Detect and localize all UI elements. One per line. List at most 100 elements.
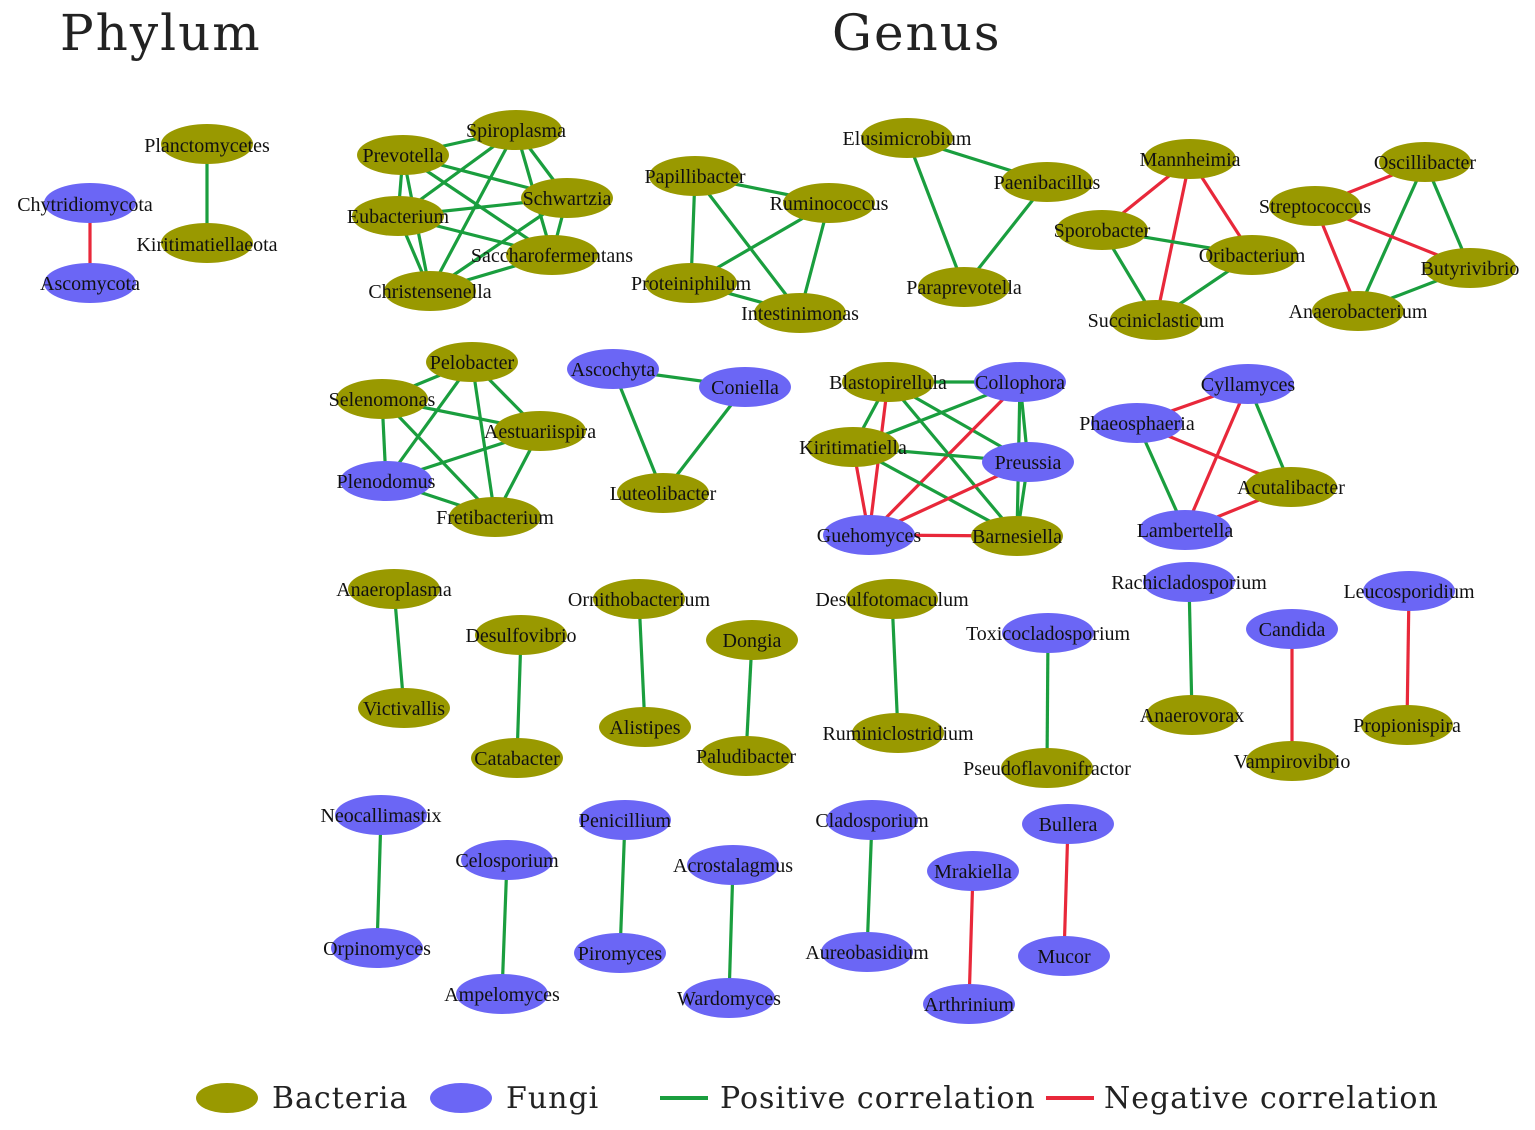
node-ampelomyces[interactable]: Ampelomyces bbox=[444, 974, 560, 1014]
node-fretibacterium[interactable]: Fretibacterium bbox=[436, 497, 554, 537]
node-prevotella[interactable]: Prevotella bbox=[357, 135, 449, 175]
node-ascomycota[interactable]: Ascomycota bbox=[40, 263, 140, 303]
node-elusimicrobium[interactable]: Elusimicrobium bbox=[843, 118, 972, 158]
node-toxicocladosporium[interactable]: Toxicocladosporium bbox=[966, 613, 1131, 653]
node-paraprevotella[interactable]: Paraprevotella bbox=[906, 267, 1022, 307]
node-luteolibacter[interactable]: Luteolibacter bbox=[610, 473, 717, 513]
node-selenomonas[interactable]: Selenomonas bbox=[329, 379, 436, 419]
node-preussia[interactable]: Preussia bbox=[982, 442, 1074, 482]
edge-mannheimia-succiniclasticum bbox=[1154, 158, 1192, 321]
node-ellipse-sporobacter bbox=[1056, 210, 1148, 250]
node-ruminococcus[interactable]: Ruminococcus bbox=[770, 183, 889, 223]
node-label-intestinimonas: Intestinimonas bbox=[741, 303, 859, 325]
node-papillibacter[interactable]: Papillibacter bbox=[644, 156, 746, 196]
node-desulfovibrio[interactable]: Desulfovibrio bbox=[465, 615, 577, 655]
node-piromyces[interactable]: Piromyces bbox=[574, 933, 666, 973]
node-paludibacter[interactable]: Paludibacter bbox=[696, 736, 796, 776]
node-label-anaerovorax: Anaerovorax bbox=[1140, 705, 1244, 727]
node-mucor[interactable]: Mucor bbox=[1018, 936, 1110, 976]
node-aestuariispira[interactable]: Aestuariispira bbox=[484, 411, 596, 451]
node-paenibacillus[interactable]: Paenibacillus bbox=[994, 162, 1101, 202]
node-eubacterium[interactable]: Eubacterium bbox=[347, 196, 450, 236]
node-dongia[interactable]: Dongia bbox=[706, 620, 798, 660]
node-spiroplasma[interactable]: Spiroplasma bbox=[466, 110, 566, 150]
node-pseudoflavonifractor[interactable]: Pseudoflavonifractor bbox=[963, 748, 1131, 788]
node-chytridiomycota[interactable]: Chytridiomycota bbox=[17, 183, 153, 223]
node-label-desulfotomaculum: Desulfotomaculum bbox=[815, 589, 969, 611]
node-label-neocallimastix: Neocallimastix bbox=[320, 805, 441, 827]
node-vampirovibrio[interactable]: Vampirovibrio bbox=[1234, 741, 1351, 781]
node-victivallis[interactable]: Victivallis bbox=[358, 688, 450, 728]
node-proteiniphilum[interactable]: Proteiniphilum bbox=[631, 263, 751, 303]
node-kiritimatiella[interactable]: Kiritimatiella bbox=[799, 427, 907, 467]
node-ellipse-prevotella bbox=[357, 135, 449, 175]
node-neocallimastix[interactable]: Neocallimastix bbox=[320, 795, 442, 835]
node-bullera[interactable]: Bullera bbox=[1022, 804, 1114, 844]
node-ellipse-ampelomyces bbox=[456, 974, 548, 1014]
node-label-ampelomyces: Ampelomyces bbox=[444, 984, 560, 1006]
node-cladosporium[interactable]: Cladosporium bbox=[815, 800, 929, 840]
node-planctomycetes[interactable]: Planctomycetes bbox=[144, 124, 270, 164]
node-blastopirellula[interactable]: Blastopirellula bbox=[829, 362, 947, 402]
node-label-christensenella: Christensenella bbox=[368, 281, 491, 303]
node-orpinomyces[interactable]: Orpinomyces bbox=[323, 928, 431, 968]
node-anaerovorax[interactable]: Anaerovorax bbox=[1140, 695, 1244, 735]
node-anaeroplasma[interactable]: Anaeroplasma bbox=[336, 569, 452, 609]
node-wardomyces[interactable]: Wardomyces bbox=[677, 978, 781, 1018]
edge-bullera-mucor bbox=[1062, 823, 1070, 957]
node-succiniclasticum[interactable]: Succiniclasticum bbox=[1088, 300, 1225, 340]
edge-ornithobacterium-alistipes bbox=[637, 598, 647, 728]
node-label-anaerobacterium: Anaerobacterium bbox=[1289, 301, 1428, 323]
node-ascochyta[interactable]: Ascochyta bbox=[567, 349, 659, 389]
node-sporobacter[interactable]: Sporobacter bbox=[1054, 210, 1151, 250]
node-saccharofermentans[interactable]: Saccharofermentans bbox=[471, 235, 633, 275]
node-ellipse-vampirovibrio bbox=[1246, 741, 1338, 781]
node-collophora[interactable]: Collophora bbox=[974, 362, 1066, 402]
node-rachicladosporium[interactable]: Rachicladosporium bbox=[1111, 562, 1267, 602]
node-schwartzia[interactable]: Schwartzia bbox=[521, 178, 613, 218]
node-ellipse-wardomyces bbox=[683, 978, 775, 1018]
edge-rachicladosporium-anaerovorax bbox=[1187, 581, 1194, 716]
node-acrostalagmus[interactable]: Acrostalagmus bbox=[673, 845, 793, 885]
node-acutalibacter[interactable]: Acutalibacter bbox=[1237, 467, 1345, 507]
node-mannheimia[interactable]: Mannheimia bbox=[1139, 139, 1241, 179]
node-anaerobacterium[interactable]: Anaerobacterium bbox=[1289, 291, 1428, 331]
node-ornithobacterium[interactable]: Ornithobacterium bbox=[568, 579, 711, 619]
node-leucosporidium[interactable]: Leucosporidium bbox=[1343, 571, 1475, 611]
node-label-anaeroplasma: Anaeroplasma bbox=[336, 579, 452, 601]
node-christensenella[interactable]: Christensenella bbox=[368, 271, 492, 311]
node-arthrinium[interactable]: Arthrinium bbox=[923, 984, 1015, 1024]
node-phaeosphaeria[interactable]: Phaeosphaeria bbox=[1079, 403, 1195, 443]
node-label-succiniclasticum: Succiniclasticum bbox=[1088, 310, 1225, 332]
node-ellipse-propionispira bbox=[1361, 705, 1453, 745]
node-kiritimatiellaeota[interactable]: Kiritimatiellaeota bbox=[136, 223, 278, 263]
node-aureobasidium[interactable]: Aureobasidium bbox=[805, 932, 929, 972]
node-penicillium[interactable]: Penicillium bbox=[579, 800, 672, 840]
node-label-pelobacter: Pelobacter bbox=[430, 352, 515, 374]
node-cyllamyces[interactable]: Cyllamyces bbox=[1201, 364, 1296, 404]
node-alistipes[interactable]: Alistipes bbox=[599, 707, 691, 747]
node-oribacterium[interactable]: Oribacterium bbox=[1199, 235, 1306, 275]
node-streptococcus[interactable]: Streptococcus bbox=[1259, 186, 1371, 226]
node-intestinimonas[interactable]: Intestinimonas bbox=[741, 293, 859, 333]
node-ellipse-candida bbox=[1246, 609, 1338, 649]
node-ellipse-guehomyces bbox=[823, 515, 915, 555]
node-pelobacter[interactable]: Pelobacter bbox=[426, 342, 518, 382]
node-butyrivibrio[interactable]: Butyrivibrio bbox=[1421, 248, 1520, 288]
node-propionispira[interactable]: Propionispira bbox=[1353, 705, 1461, 745]
node-catabacter[interactable]: Catabacter bbox=[471, 738, 563, 778]
node-desulfotomaculum[interactable]: Desulfotomaculum bbox=[815, 579, 969, 619]
node-celosporium[interactable]: Celosporium bbox=[455, 840, 559, 880]
node-guehomyces[interactable]: Guehomyces bbox=[817, 515, 922, 555]
node-barnesiella[interactable]: Barnesiella bbox=[971, 516, 1063, 556]
node-ruminiclostridium[interactable]: Ruminiclostridium bbox=[822, 713, 974, 753]
node-mrakiella[interactable]: Mrakiella bbox=[927, 851, 1019, 891]
node-plenodomus[interactable]: Plenodomus bbox=[337, 461, 436, 501]
node-oscillibacter[interactable]: Oscillibacter bbox=[1374, 142, 1477, 182]
node-coniella[interactable]: Coniella bbox=[699, 367, 791, 407]
node-ellipse-ruminiclostridium bbox=[852, 713, 944, 753]
node-candida[interactable]: Candida bbox=[1246, 609, 1338, 649]
node-lambertella[interactable]: Lambertella bbox=[1137, 510, 1234, 550]
node-ellipse-coniella bbox=[699, 367, 791, 407]
node-label-cladosporium: Cladosporium bbox=[815, 810, 929, 832]
